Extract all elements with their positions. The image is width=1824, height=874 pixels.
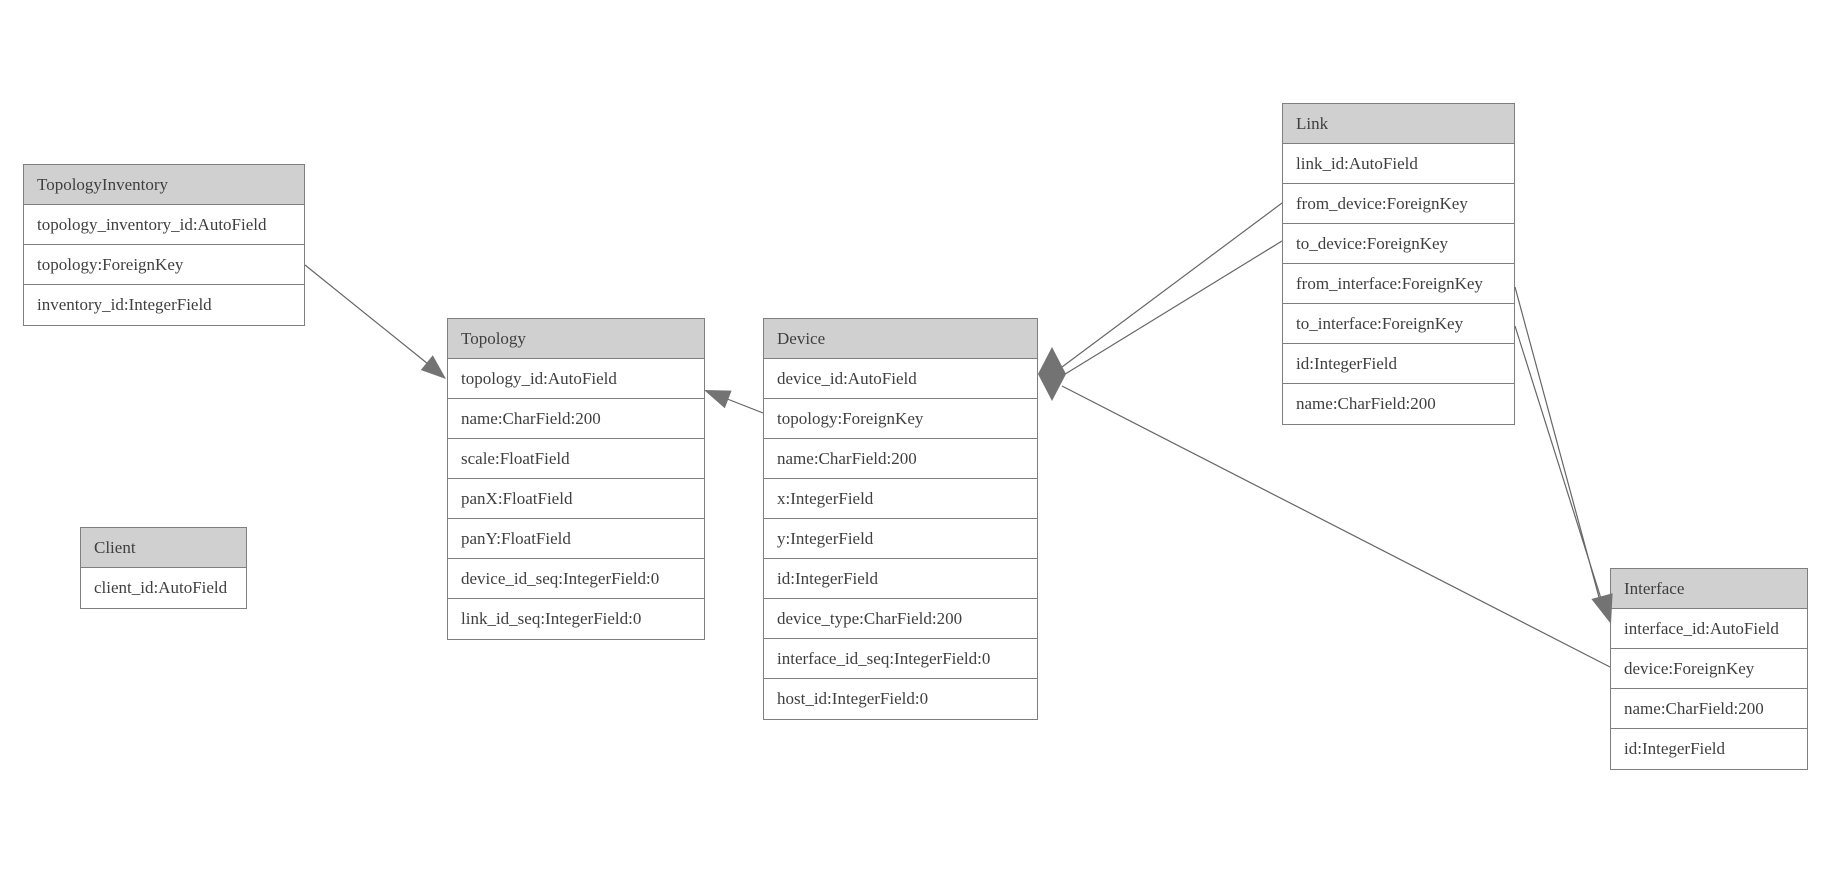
entity-interface-title: Interface bbox=[1611, 569, 1807, 609]
field-row: topology:ForeignKey bbox=[764, 399, 1037, 439]
entity-link-title: Link bbox=[1283, 104, 1514, 144]
entity-client[interactable]: Client client_id:AutoField bbox=[80, 527, 247, 609]
field-row: y:IntegerField bbox=[764, 519, 1037, 559]
relationship-line-link-fromdevice bbox=[1061, 202, 1283, 368]
entity-topology-inventory[interactable]: TopologyInventory topology_inventory_id:… bbox=[23, 164, 305, 326]
arrowhead-topology-right bbox=[704, 390, 732, 409]
field-row: to_device:ForeignKey bbox=[1283, 224, 1514, 264]
field-row: device_type:CharField:200 bbox=[764, 599, 1037, 639]
relationship-line-link-tointerface bbox=[1514, 325, 1605, 609]
field-row: interface_id_seq:IntegerField:0 bbox=[764, 639, 1037, 679]
relationship-line-topologyinventory-topology bbox=[304, 264, 434, 369]
field-row: name:CharField:200 bbox=[764, 439, 1037, 479]
field-row: name:CharField:200 bbox=[1611, 689, 1807, 729]
field-row: from_interface:ForeignKey bbox=[1283, 264, 1514, 304]
field-row: topology:ForeignKey bbox=[24, 245, 304, 285]
field-row: topology_id:AutoField bbox=[448, 359, 704, 399]
relationship-line-link-todevice bbox=[1061, 240, 1283, 377]
field-row: name:CharField:200 bbox=[1283, 384, 1514, 424]
entity-topology-title: Topology bbox=[448, 319, 704, 359]
field-row: link_id_seq:IntegerField:0 bbox=[448, 599, 704, 639]
entity-device-title: Device bbox=[764, 319, 1037, 359]
field-row: device:ForeignKey bbox=[1611, 649, 1807, 689]
field-row: id:IntegerField bbox=[764, 559, 1037, 599]
relationship-line-device-topology bbox=[711, 392, 764, 414]
field-row: name:CharField:200 bbox=[448, 399, 704, 439]
field-row: id:IntegerField bbox=[1283, 344, 1514, 384]
field-row: from_device:ForeignKey bbox=[1283, 184, 1514, 224]
relationship-line-interface-device bbox=[1061, 385, 1611, 668]
field-row: host_id:IntegerField:0 bbox=[764, 679, 1037, 719]
field-row: id:IntegerField bbox=[1611, 729, 1807, 769]
entity-client-title: Client bbox=[81, 528, 246, 568]
field-row: x:IntegerField bbox=[764, 479, 1037, 519]
field-row: scale:FloatField bbox=[448, 439, 704, 479]
field-row: device_id:AutoField bbox=[764, 359, 1037, 399]
field-row: client_id:AutoField bbox=[81, 568, 246, 608]
entity-topology[interactable]: Topology topology_id:AutoField name:Char… bbox=[447, 318, 705, 640]
entity-interface[interactable]: Interface interface_id:AutoField device:… bbox=[1610, 568, 1808, 770]
field-row: panX:FloatField bbox=[448, 479, 704, 519]
entity-topology-inventory-title: TopologyInventory bbox=[24, 165, 304, 205]
field-row: interface_id:AutoField bbox=[1611, 609, 1807, 649]
field-row: link_id:AutoField bbox=[1283, 144, 1514, 184]
field-row: to_interface:ForeignKey bbox=[1283, 304, 1514, 344]
field-row: inventory_id:IntegerField bbox=[24, 285, 304, 325]
field-row: panY:FloatField bbox=[448, 519, 704, 559]
arrowhead-device-right bbox=[1038, 347, 1066, 401]
relationship-line-link-frominterface bbox=[1514, 286, 1601, 602]
entity-link[interactable]: Link link_id:AutoField from_device:Forei… bbox=[1282, 103, 1515, 425]
field-row: topology_inventory_id:AutoField bbox=[24, 205, 304, 245]
arrowhead-topology-left bbox=[420, 355, 446, 379]
field-row: device_id_seq:IntegerField:0 bbox=[448, 559, 704, 599]
entity-device[interactable]: Device device_id:AutoField topology:Fore… bbox=[763, 318, 1038, 720]
